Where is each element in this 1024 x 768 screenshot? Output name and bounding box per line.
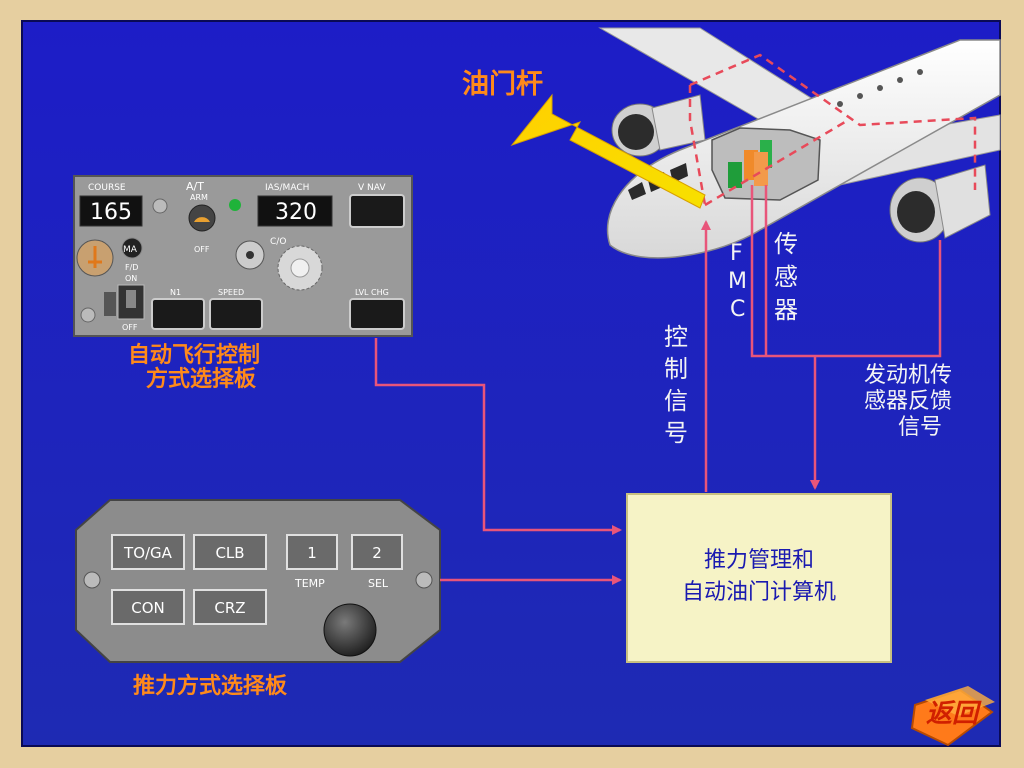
vnav-label: V NAV [358, 183, 386, 193]
control-signal-char-4: 号 [664, 419, 688, 447]
at-label: A/T [186, 180, 204, 193]
crz-label: CRZ [214, 599, 245, 617]
course-display [79, 195, 143, 227]
lvlchg-label: LVL CHG [355, 288, 389, 297]
n1-button[interactable] [151, 298, 205, 330]
screw-icon [415, 571, 433, 589]
engine-feedback-line3: 信号 [898, 415, 942, 440]
fd-off-label: OFF [122, 323, 138, 332]
clb-label: CLB [215, 544, 244, 562]
clb-button[interactable] [193, 534, 267, 570]
throttle-arrow [510, 93, 706, 209]
fmc-letter-c: C [730, 297, 745, 322]
ias-display [257, 195, 333, 227]
fd-label: F/D [125, 263, 138, 272]
fmc-letter-f: F [730, 241, 743, 266]
temp-sel-2-label: 2 [372, 544, 382, 562]
thrust-mode-panel: TO/GA CLB 1 2 TEMP SEL CON CRZ [75, 499, 441, 663]
speed-label: SPEED [218, 288, 244, 297]
at-off-label: OFF [194, 245, 210, 254]
temp-label: TEMP [294, 577, 325, 590]
return-label: 返回 [926, 699, 982, 729]
temp-sel-1-button[interactable] [286, 534, 338, 570]
screw-icon [83, 571, 101, 589]
sensor-char-1: 传 [774, 230, 798, 258]
lvlchg-button[interactable] [349, 298, 405, 330]
course-value: 165 [90, 200, 132, 225]
engine-feedback-line1: 发动机传 [864, 363, 952, 388]
toga-label: TO/GA [123, 544, 173, 562]
speed-button[interactable] [209, 298, 263, 330]
sensor-dash-lines [688, 53, 977, 207]
thrust-knob[interactable] [323, 603, 377, 657]
mcp-label-line1: 自动飞行控制 [128, 342, 260, 368]
vnav-button[interactable] [349, 194, 405, 228]
engine-feedback-line2: 感器反馈 [864, 389, 952, 414]
con-label: CON [131, 599, 165, 617]
toga-button[interactable] [111, 534, 185, 570]
return-button[interactable]: 返回 [910, 686, 995, 747]
screw-icon [80, 307, 96, 323]
thrust-panel-label: 推力方式选择板 [133, 673, 288, 699]
computer-label-line1: 推力管理和 [704, 548, 814, 573]
sensor-char-2: 感 [774, 263, 798, 291]
sensor-char-3: 器 [774, 296, 798, 324]
mcp-label-line2: 方式选择板 [146, 366, 257, 392]
fmc-letter-m: M [728, 269, 747, 294]
co-label: C/O [270, 237, 286, 247]
computer-box [626, 493, 892, 663]
arm-label: ARM [190, 193, 208, 202]
computer-label-line2: 自动油门计算机 [682, 580, 836, 605]
ma-light [121, 237, 143, 259]
throttle-label: 油门杆 [462, 69, 543, 100]
n1-label: N1 [170, 288, 181, 297]
at-light [229, 199, 241, 211]
sel-label: SEL [368, 577, 389, 590]
temp-sel-2-button[interactable] [351, 534, 403, 570]
control-signal-char-1: 控 [664, 323, 688, 351]
crz-button[interactable] [193, 589, 267, 625]
ias-value: 320 [275, 200, 317, 225]
signal-lines [374, 185, 942, 585]
course-label: COURSE [88, 183, 126, 193]
con-button[interactable] [111, 589, 185, 625]
screw-icon [152, 198, 168, 214]
temp-sel-1-label: 1 [307, 544, 317, 562]
control-signal-char-2: 制 [664, 355, 688, 383]
control-signal-char-3: 信 [664, 387, 688, 415]
ma-label: MA [123, 245, 138, 255]
ias-label: IAS/MACH [265, 183, 309, 193]
mcp-panel: COURSE 165 A/T ARM OFF IAS/MACH 320 V NA… [73, 175, 413, 337]
fd-on-label: ON [125, 274, 137, 283]
